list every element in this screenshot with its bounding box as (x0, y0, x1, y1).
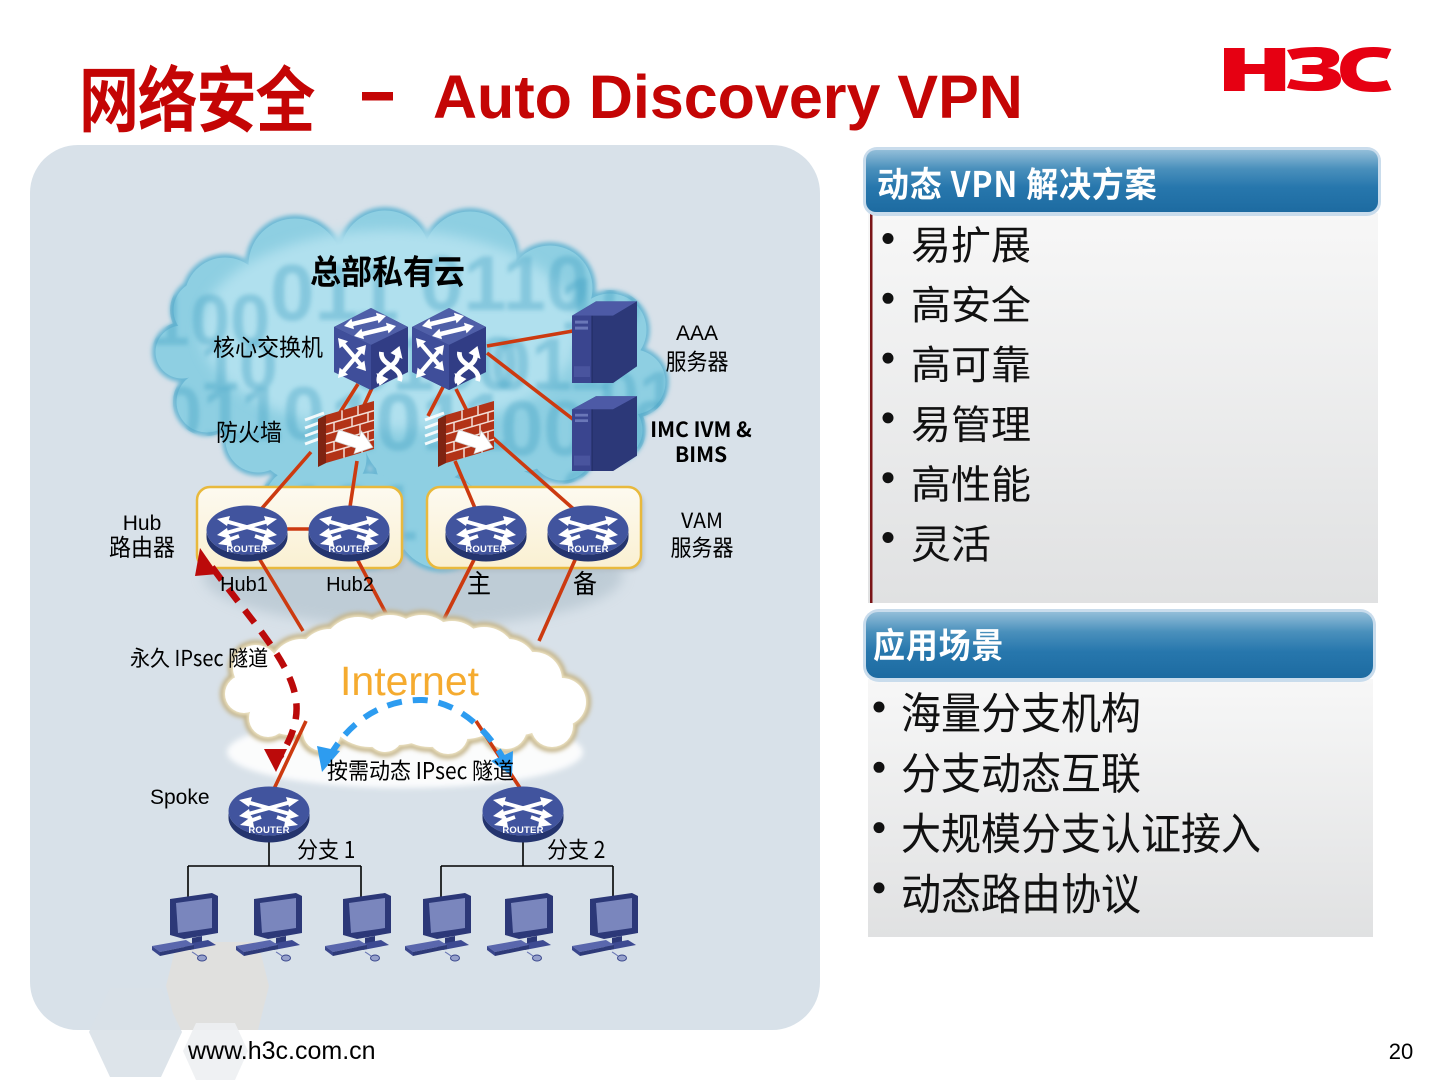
svg-text:Hub1: Hub1 (220, 574, 268, 596)
svg-text:20: 20 (1389, 1039, 1413, 1064)
svg-text:www.h3c.com.cn: www.h3c.com.cn (187, 1037, 376, 1065)
svg-text:ROUTER: ROUTER (328, 544, 369, 555)
svg-text:Hub2: Hub2 (326, 574, 374, 596)
svg-text:ROUTER: ROUTER (502, 825, 543, 836)
svg-text:AAA: AAA (676, 322, 718, 345)
svg-text:ROUTER: ROUTER (248, 825, 289, 836)
svg-text:ROUTER: ROUTER (226, 544, 267, 555)
svg-text:10: 10 (200, 327, 278, 405)
svg-text:ROUTER: ROUTER (567, 544, 608, 555)
svg-text:Spoke: Spoke (150, 786, 210, 809)
svg-text:Auto Discovery VPN: Auto Discovery VPN (433, 63, 1023, 131)
svg-text:ROUTER: ROUTER (465, 544, 506, 555)
svg-text:Hub: Hub (123, 512, 162, 535)
svg-text:Internet: Internet (340, 658, 480, 704)
